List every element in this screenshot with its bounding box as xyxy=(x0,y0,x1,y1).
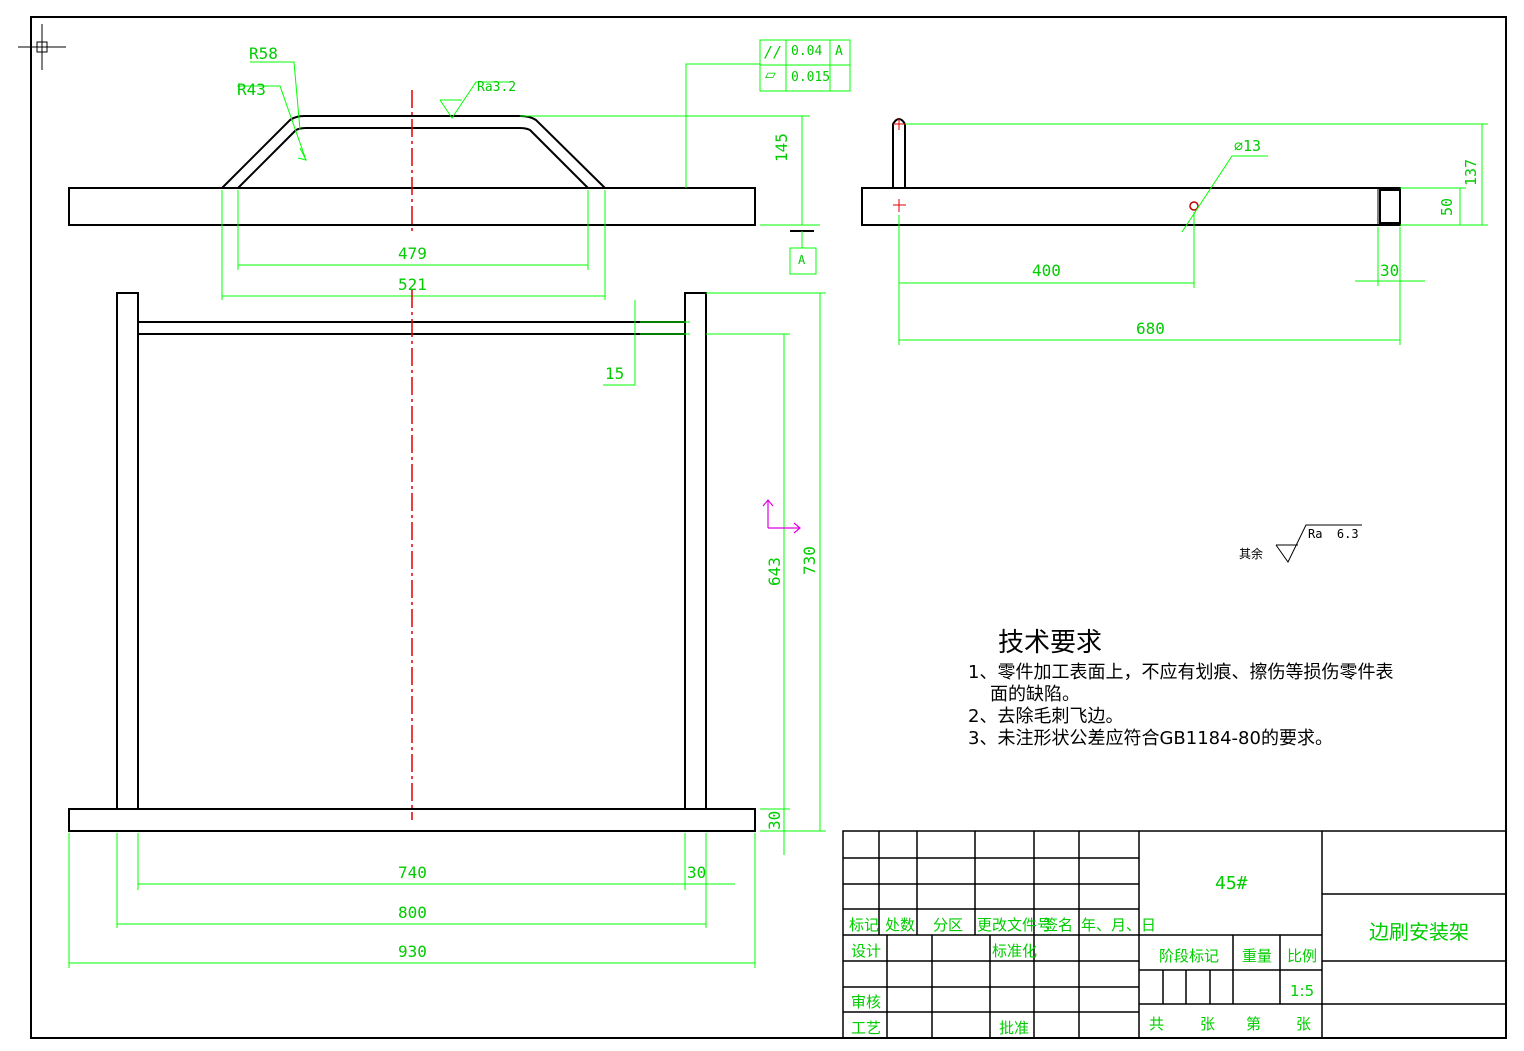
dim-ra32: Ra3.2 xyxy=(477,80,517,95)
tb-weight: 重量 xyxy=(1242,947,1273,965)
tech-line-2: 2、去除毛刺飞边。 xyxy=(968,706,1124,727)
tb-sign: 签名 xyxy=(1043,916,1074,934)
dim-r43: R43 xyxy=(237,80,266,99)
tb-sheet: 张 xyxy=(1296,1015,1312,1033)
roughness-prefix: 其余 xyxy=(1239,547,1264,561)
dim-30-side-view: 30 xyxy=(1380,261,1400,280)
dim-400: 400 xyxy=(1032,261,1061,280)
ucs-icon xyxy=(762,499,801,534)
tb-process: 工艺 xyxy=(851,1019,882,1037)
gdt-flatness-value: 0.015 xyxy=(791,70,831,85)
tb-total: 共 xyxy=(1149,1015,1165,1033)
dim-30-side: 30 xyxy=(765,810,784,830)
tb-approve: 批准 xyxy=(999,1019,1030,1037)
tb-design: 设计 xyxy=(851,942,882,960)
dim-r58: R58 xyxy=(249,44,278,63)
tb-sheets: 张 xyxy=(1200,1015,1216,1033)
tech-line-1: 1、零件加工表面上，不应有划痕、擦伤等损伤零件表 xyxy=(968,662,1394,683)
dim-930: 930 xyxy=(398,942,427,961)
gdt-parallel-datum: A xyxy=(835,44,843,59)
dim-730: 730 xyxy=(800,546,819,575)
crosshair-cursor-icon xyxy=(18,24,66,70)
dim-479: 479 xyxy=(398,244,427,263)
tb-review: 审核 xyxy=(851,993,882,1011)
tech-line-1b: 面的缺陷。 xyxy=(990,684,1080,705)
dim-800: 800 xyxy=(398,903,427,922)
tb-stage: 阶段标记 xyxy=(1159,947,1220,965)
front-view xyxy=(68,90,756,235)
roughness-symbol xyxy=(1275,524,1362,563)
side-dims xyxy=(898,123,1488,345)
tb-standard: 标准化 xyxy=(992,942,1038,960)
tb-no: 第 xyxy=(1246,1015,1262,1033)
tb-count: 处数 xyxy=(885,916,916,934)
tech-line-3: 3、未注形状公差应符合GB1184-80的要求。 xyxy=(968,728,1333,749)
gdt-flatness-icon: ▱ xyxy=(765,67,776,83)
part-name: 边刷安装架 xyxy=(1369,920,1469,944)
sheet-border xyxy=(30,16,1507,1039)
roughness-value: Ra 6.3 xyxy=(1308,527,1359,541)
dim-phi13: ⌀13 xyxy=(1234,137,1262,155)
tb-date: 年、月、日 xyxy=(1081,916,1157,934)
tb-mark: 标记 xyxy=(849,916,880,934)
plan-view xyxy=(68,290,756,832)
dim-521: 521 xyxy=(398,275,427,294)
dim-680: 680 xyxy=(1136,319,1165,338)
material: 45# xyxy=(1215,873,1248,894)
tb-zone: 分区 xyxy=(933,916,964,934)
dim-30-bottom: 30 xyxy=(687,863,707,882)
dim-15: 15 xyxy=(605,364,625,383)
title-block xyxy=(842,830,1507,1039)
dim-740: 740 xyxy=(398,863,427,882)
dim-643: 643 xyxy=(765,557,784,586)
tb-scale: 比例 xyxy=(1287,947,1318,965)
datum-label: A xyxy=(798,253,806,267)
dim-145: 145 xyxy=(772,133,791,162)
tb-scale-value: 1:5 xyxy=(1290,982,1315,1000)
dim-50: 50 xyxy=(1438,197,1456,216)
side-view xyxy=(861,118,1401,226)
tb-docno: 更改文件号 xyxy=(977,916,1053,934)
plan-dims xyxy=(68,292,826,968)
gdt-parallel-value: 0.04 xyxy=(791,44,823,59)
front-dims xyxy=(221,39,851,300)
tech-title: 技术要求 xyxy=(998,628,1103,658)
dim-137: 137 xyxy=(1462,158,1480,186)
gdt-parallel-icon: // xyxy=(764,43,783,61)
